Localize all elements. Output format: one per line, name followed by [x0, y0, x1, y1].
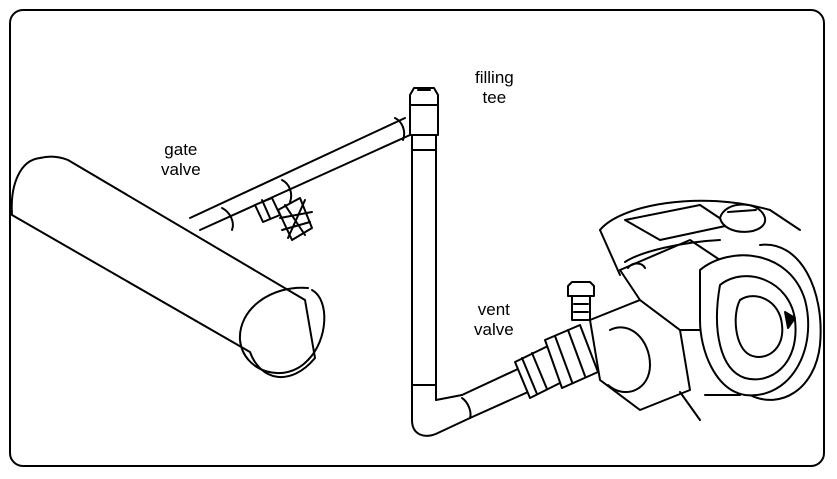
compression-fitting	[514, 324, 599, 399]
process-pipe	[10, 155, 326, 378]
filling-tee-icon	[409, 87, 439, 136]
impulse-line-lower	[461, 367, 529, 419]
gate-valve-label: gate valve	[161, 140, 201, 180]
gate-valve-icon	[254, 197, 313, 241]
vent-valve-label-line-2: valve	[474, 320, 514, 339]
vent-valve-icon	[567, 281, 595, 321]
impulse-line-vertical	[411, 134, 471, 437]
filling-tee-label-line-1: filling	[475, 68, 514, 87]
filling-tee-label-line-2: tee	[482, 88, 507, 107]
vent-valve-label-line-1: vent	[477, 300, 510, 319]
gate-valve-label-line-2: valve	[161, 160, 201, 179]
gate-valve-label-line-1: gate	[164, 140, 198, 159]
filling-tee-label: filling tee	[475, 68, 514, 108]
pressure-transmitter	[589, 199, 822, 421]
impulse-line-upper	[189, 117, 411, 231]
vent-valve-label: vent valve	[474, 300, 514, 340]
